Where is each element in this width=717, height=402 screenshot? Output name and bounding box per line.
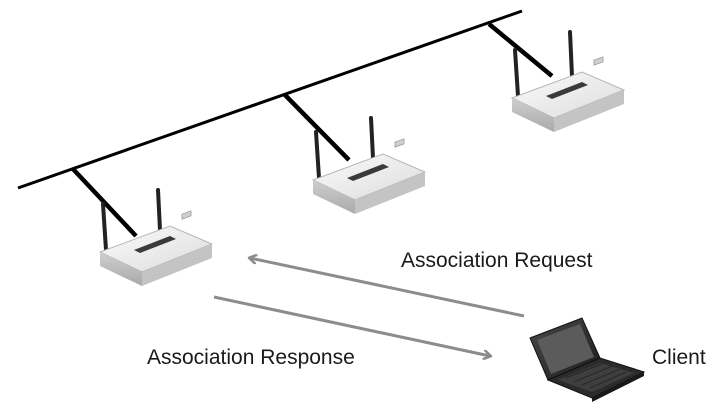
association-request-label: Association Request xyxy=(401,249,593,272)
drop-cable-right xyxy=(487,22,554,78)
drop-cable-left xyxy=(71,167,138,238)
client-label: Client xyxy=(652,346,706,369)
association-response-label: Association Response xyxy=(147,346,355,369)
access-point-right xyxy=(510,30,626,132)
access-point-left xyxy=(98,188,214,286)
association-request-arrow xyxy=(250,258,525,318)
drop-cable-middle xyxy=(283,93,351,162)
client-laptop-icon xyxy=(529,317,646,402)
association-response-arrow xyxy=(213,295,490,356)
network-backbone-line xyxy=(17,9,523,190)
access-point-middle xyxy=(311,116,427,214)
